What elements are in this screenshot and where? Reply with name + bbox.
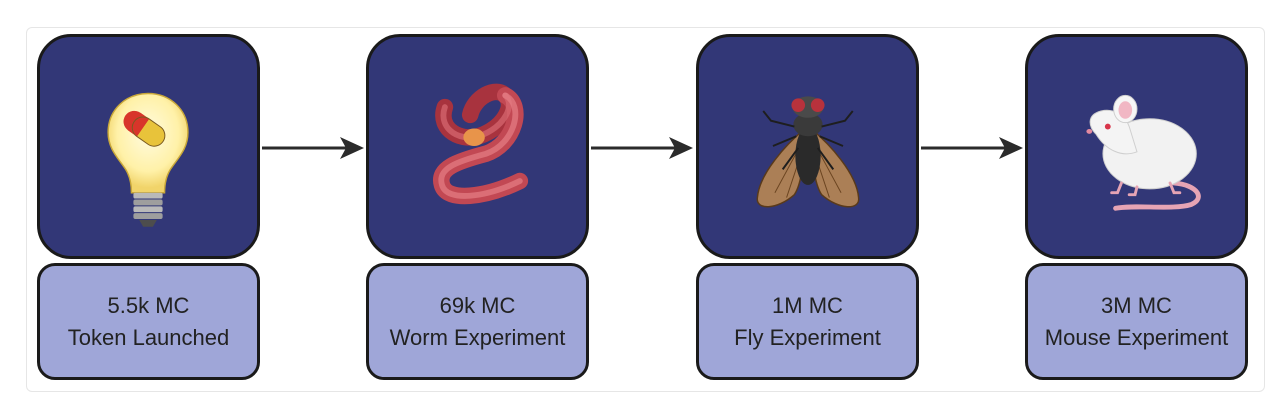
step-4-value: 3M MC bbox=[1101, 292, 1172, 318]
step-3-value: 1M MC bbox=[772, 292, 843, 318]
step-4-label-box: 3M MC Mouse Experiment bbox=[1025, 263, 1248, 380]
step-2-value: 69k MC bbox=[439, 292, 516, 318]
arrow-3 bbox=[921, 137, 1023, 159]
step-3-label-box: 1M MC Fly Experiment bbox=[696, 263, 919, 380]
worm-icon bbox=[433, 83, 529, 205]
step-2-icon-box bbox=[366, 34, 589, 259]
lightbulb-pill-icon bbox=[107, 92, 189, 227]
step-1-value: 5.5k MC bbox=[107, 292, 190, 318]
step-2-label: Worm Experiment bbox=[389, 324, 566, 350]
step-4-label: Mouse Experiment bbox=[1044, 324, 1229, 350]
step-1-label-box: 5.5k MC Token Launched bbox=[37, 263, 260, 380]
step-3-label: Fly Experiment bbox=[734, 324, 881, 350]
step-1-icon-box bbox=[37, 34, 260, 259]
step-3-icon-box bbox=[696, 34, 919, 259]
step-2-label-box: 69k MC Worm Experiment bbox=[366, 263, 589, 380]
arrow-2 bbox=[591, 137, 693, 159]
step-1-label: Token Launched bbox=[67, 324, 230, 350]
arrow-1 bbox=[262, 137, 364, 159]
mouse-icon bbox=[1086, 94, 1201, 211]
fly-icon bbox=[756, 96, 860, 208]
step-4-icon-box bbox=[1025, 34, 1248, 259]
